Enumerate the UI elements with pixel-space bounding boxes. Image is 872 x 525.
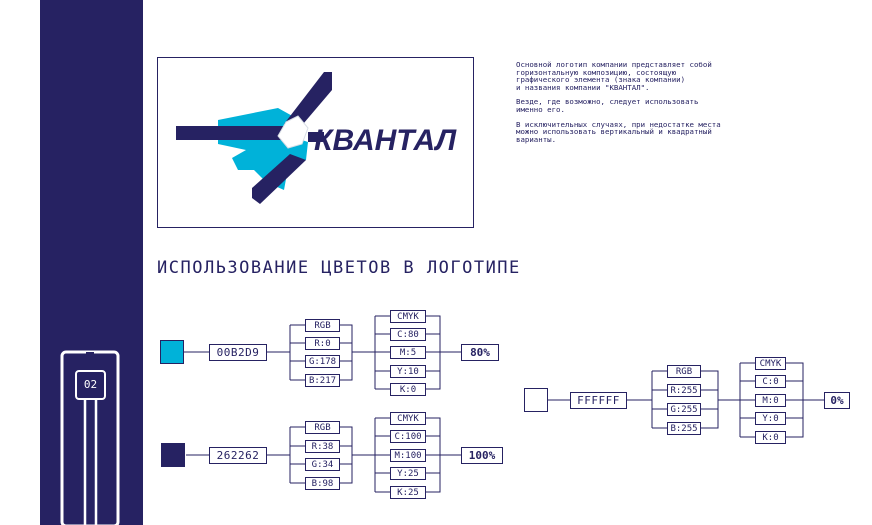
logo-frame: КВАНТАЛ: [157, 57, 474, 228]
rgb-b-value: B:217: [305, 374, 340, 387]
color-swatch-navy: [161, 443, 185, 467]
description-paragraph-2: Везде, где возможно, следует использоват…: [516, 97, 699, 114]
description-paragraph-1: Основной логотип компании представляет с…: [516, 60, 712, 92]
tint-percent: 100%: [461, 447, 503, 464]
cmyk-m-value: M:5: [390, 346, 426, 359]
section-title: ИСПОЛЬЗОВАНИЕ ЦВЕТОВ В ЛОГОТИПЕ: [157, 258, 521, 278]
cmyk-k-value: K:0: [390, 383, 426, 396]
color-swatch-white: [524, 388, 548, 412]
logo-description: Основной логотип компании представляет с…: [516, 61, 806, 150]
color-swatch-cyan: [160, 340, 184, 364]
rgb-b-value: B:98: [305, 477, 340, 490]
cmyk-label: CMYK: [390, 412, 426, 425]
hex-code: 262262: [209, 447, 267, 464]
hex-code: 00B2D9: [209, 344, 267, 361]
page-number-badge: 02: [75, 370, 106, 400]
logo-ray-top: [284, 72, 332, 130]
sidebar: [40, 0, 143, 525]
logo-ray-bottom: [252, 154, 306, 204]
cmyk-label: CMYK: [390, 310, 426, 323]
rgb-g-value: G:178: [305, 355, 340, 368]
cmyk-m-value: M:0: [755, 394, 786, 407]
logo-wordmark: КВАНТАЛ: [314, 124, 458, 157]
rgb-r-value: R:255: [667, 384, 701, 397]
cmyk-c-value: C:80: [390, 328, 426, 341]
rgb-g-value: G:34: [305, 458, 340, 471]
kvantal-logo: КВАНТАЛ: [176, 72, 458, 204]
description-paragraph-3: В исключительных случаях, при недостатке…: [516, 119, 721, 144]
rgb-b-value: B:255: [667, 422, 701, 435]
cmyk-y-value: Y:25: [390, 467, 426, 480]
rgb-g-value: G:255: [667, 403, 701, 416]
cmyk-c-value: C:100: [390, 430, 426, 443]
cmyk-k-value: K:25: [390, 486, 426, 499]
rgb-label: RGB: [667, 365, 701, 378]
cmyk-c-value: C:0: [755, 375, 786, 388]
cmyk-k-value: K:0: [755, 431, 786, 444]
rgb-label: RGB: [305, 319, 340, 332]
rgb-label: RGB: [305, 421, 340, 434]
cmyk-m-value: M:100: [390, 449, 426, 462]
rgb-r-value: R:0: [305, 337, 340, 350]
rgb-r-value: R:38: [305, 440, 340, 453]
cmyk-label: CMYK: [755, 357, 786, 370]
tint-percent: 0%: [824, 392, 850, 409]
cmyk-y-value: Y:0: [755, 412, 786, 425]
tint-percent: 80%: [461, 344, 499, 361]
hex-code: FFFFFF: [570, 392, 627, 409]
cmyk-y-value: Y:10: [390, 365, 426, 378]
logo-ray-left: [176, 126, 288, 140]
